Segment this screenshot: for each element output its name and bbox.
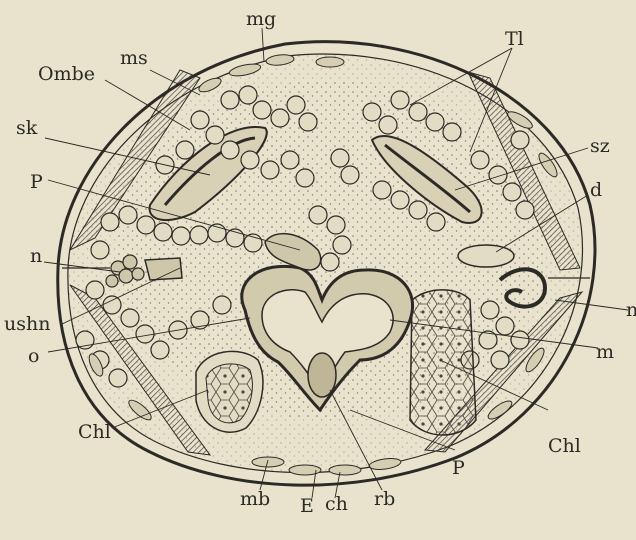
label-ch: ch bbox=[325, 493, 348, 515]
label-ombe: Ombe bbox=[38, 63, 95, 85]
cell-mass-right bbox=[410, 290, 476, 435]
label-ms: ms bbox=[120, 47, 148, 69]
label-mb: mb bbox=[240, 488, 270, 510]
label-e: E bbox=[300, 495, 314, 517]
label-d: d bbox=[590, 179, 602, 201]
label-m: m bbox=[596, 341, 614, 363]
label-sz: sz bbox=[590, 135, 610, 157]
label-chl-right: Chl bbox=[548, 435, 581, 457]
label-mg: mg bbox=[246, 8, 276, 30]
duct-d bbox=[458, 245, 514, 267]
label-p-bottom: P bbox=[452, 457, 465, 479]
label-sk: sk bbox=[16, 117, 38, 139]
label-o: o bbox=[28, 345, 39, 367]
label-rb: rb bbox=[374, 488, 395, 510]
label-n-left: n bbox=[30, 245, 42, 267]
vessel-left bbox=[145, 258, 182, 280]
label-p-top: P bbox=[30, 171, 43, 193]
label-n-right: n bbox=[626, 299, 636, 321]
label-tl: Tl bbox=[505, 28, 524, 50]
label-chl-left: Chl bbox=[78, 421, 111, 443]
label-ushn: ushn bbox=[4, 313, 50, 335]
